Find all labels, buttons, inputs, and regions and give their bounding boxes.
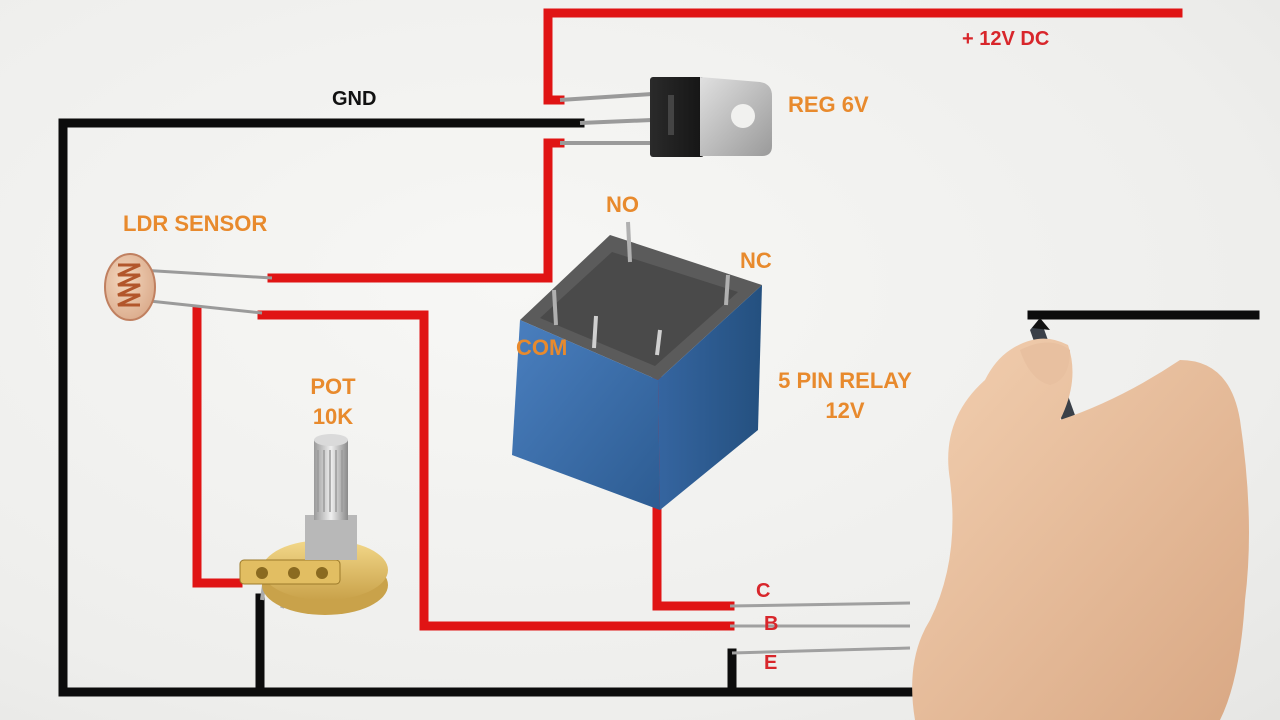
voltage-regulator — [559, 77, 772, 157]
relay-com-label: COM — [516, 335, 568, 360]
wire-reg-out — [267, 138, 565, 283]
ldr-sensor — [104, 253, 273, 321]
gnd-wire-top — [58, 118, 1220, 697]
gnd-label: GND — [332, 88, 377, 110]
wire-pot-ldr — [192, 305, 243, 588]
ldr-sensor-label: LDR SENSOR — [123, 211, 268, 236]
wire-ldr-base — [257, 310, 735, 631]
base-label: B — [764, 613, 779, 635]
positive-wires — [192, 8, 1183, 631]
transistor-leads — [729, 601, 911, 655]
hand-with-marker — [912, 318, 1249, 720]
collector-label: C — [756, 580, 771, 602]
relay-label-line1: 5 PIN RELAY — [778, 368, 912, 393]
relay-nc-label: NC — [740, 248, 772, 273]
relay-label-line2: 12V — [825, 398, 865, 423]
pot-label-line1: POT — [310, 374, 356, 399]
supply-12v-label: + 12V DC — [962, 28, 1050, 50]
ground-wires — [58, 118, 1260, 697]
relay-label: 5 PIN RELAY 12V — [760, 368, 930, 424]
relay-5-pin — [512, 221, 762, 510]
pot-label: POT 10K — [298, 374, 368, 430]
emitter-label: E — [764, 652, 778, 674]
potentiometer — [239, 434, 388, 615]
wire-12v-supply — [543, 8, 1183, 105]
relay-no-label: NO — [606, 192, 639, 217]
pot-label-line2: 10K — [312, 404, 354, 429]
regulator-label: REG 6V — [788, 92, 869, 117]
